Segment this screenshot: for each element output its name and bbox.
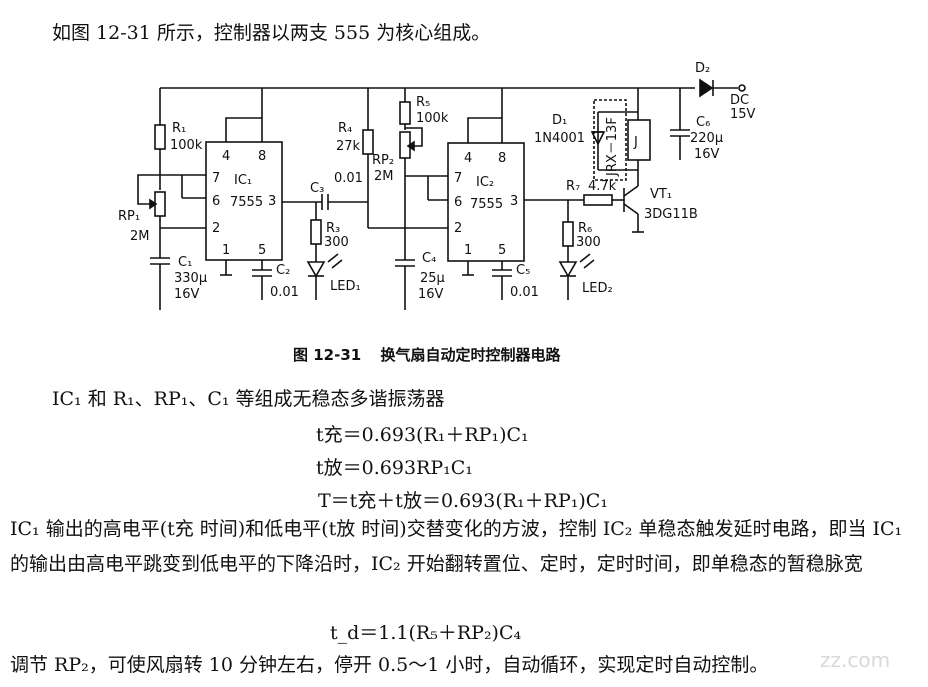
label-VT1-type: 3DG11B (644, 207, 698, 222)
circuit-diagram: D₂ DC 15V R₁ 100k RP₁ 2M C₁ 330μ 16V 4 8… (118, 61, 756, 310)
label-R5: R₅ (416, 95, 430, 110)
ic2-pin4: 4 (464, 151, 472, 166)
label-C6-volt: 16V (694, 147, 720, 162)
caption-title: 换气扇自动定时控制器电路 (380, 346, 561, 364)
label-C3-val: 0.01 (334, 171, 363, 186)
ic1-pin2: 2 (212, 221, 220, 236)
ic1-pin8: 8 (258, 149, 266, 164)
label-C6-val: 220μ (690, 131, 723, 146)
label-R5-val: 100k (416, 111, 449, 126)
label-RP2-val: 2M (374, 169, 394, 184)
ic1-pin7: 7 (212, 171, 220, 186)
label-VT1: VT₁ (650, 187, 672, 202)
label-R4-val: 27k (336, 139, 361, 154)
equation-delay: t_d＝1.1(R₅＋RP₂)C₄ (330, 622, 522, 644)
label-IC2-type: 7555 (470, 197, 503, 212)
label-R1-val: 100k (170, 138, 203, 153)
label-RP2: RP₂ (372, 153, 394, 168)
label-IC1-type: 7555 (230, 195, 263, 210)
intro-text: 如图 12-31 所示，控制器以两支 555 为核心组成。 (52, 22, 491, 44)
figure-caption: 图 12-31 换气扇自动定时控制器电路 (293, 344, 574, 365)
label-IC1: IC₁ (234, 173, 252, 188)
label-R7: R₇ (566, 179, 580, 194)
watermark: zz.com (820, 648, 891, 672)
label-C2: C₂ (276, 263, 290, 278)
label-C3: C₃ (310, 181, 324, 196)
label-C5: C₅ (516, 263, 530, 278)
equation-discharge: t放＝0.693RP₁C₁ (316, 457, 473, 479)
label-C4: C₄ (422, 251, 436, 266)
label-C4-val: 25μ (420, 271, 445, 286)
label-R1: R₁ (172, 121, 186, 136)
label-R6-val: 300 (576, 235, 601, 250)
ic2-pin2: 2 (454, 221, 462, 236)
label-R6: R₆ (578, 221, 592, 236)
ic1-pin6: 6 (212, 194, 220, 209)
label-relay-type: JRX－13F (605, 117, 620, 177)
body-line1: IC₁ 和 R₁、RP₁、C₁ 等组成无稳态多谐振荡器 (52, 388, 445, 410)
label-RP1-val: 2M (130, 229, 150, 244)
caption-number: 图 12-31 (293, 346, 362, 364)
label-relay: J (633, 135, 638, 150)
label-IC2: IC₂ (476, 175, 494, 190)
ic1-pin1: 1 (222, 243, 230, 258)
label-C6: C₆ (696, 115, 710, 130)
ic2-pin6: 6 (454, 195, 462, 210)
label-RP1: RP₁ (118, 209, 140, 224)
label-R3: R₃ (326, 221, 340, 236)
ic1-pin5: 5 (258, 243, 266, 258)
equation-period: T＝t充＋t放＝0.693(R₁＋RP₁)C₁ (318, 490, 608, 512)
label-C1: C₁ (178, 255, 192, 270)
label-R3-val: 300 (324, 235, 349, 250)
label-R7-val: 4.7k (588, 179, 617, 194)
ic1-pin4: 4 (222, 149, 230, 164)
label-LED1: LED₁ (330, 279, 361, 294)
ic2-pin7: 7 (454, 171, 462, 186)
body-paragraph: IC₁ 输出的高电平(t充 时间)和低电平(t放 时间)交替变化的方波，控制 I… (10, 518, 903, 575)
ic1-pin3: 3 (268, 194, 276, 209)
ic2-pin5: 5 (498, 243, 506, 258)
label-C1-volt: 16V (174, 287, 200, 302)
label-C5-val: 0.01 (510, 285, 539, 300)
label-D1: D₁ (552, 113, 567, 128)
ic2-pin1: 1 (464, 243, 472, 258)
label-C1-val: 330μ (174, 271, 207, 286)
label-D2: D₂ (695, 61, 710, 76)
label-D1-type: 1N4001 (534, 131, 585, 146)
label-DC-volt: 15V (730, 107, 756, 122)
ic2-pin3: 3 (510, 194, 518, 209)
ic2-pin8: 8 (498, 151, 506, 166)
equation-charge: t充＝0.693(R₁＋RP₁)C₁ (316, 424, 529, 446)
label-R4: R₄ (338, 121, 352, 136)
label-C4-volt: 16V (418, 287, 444, 302)
label-DC: DC (730, 93, 749, 108)
label-C2-val: 0.01 (270, 285, 299, 300)
label-LED2: LED₂ (582, 281, 613, 296)
body-last-line: 调节 RP₂，可使风扇转 10 分钟左右，停开 0.5～1 小时，自动循环，实现… (10, 654, 769, 676)
